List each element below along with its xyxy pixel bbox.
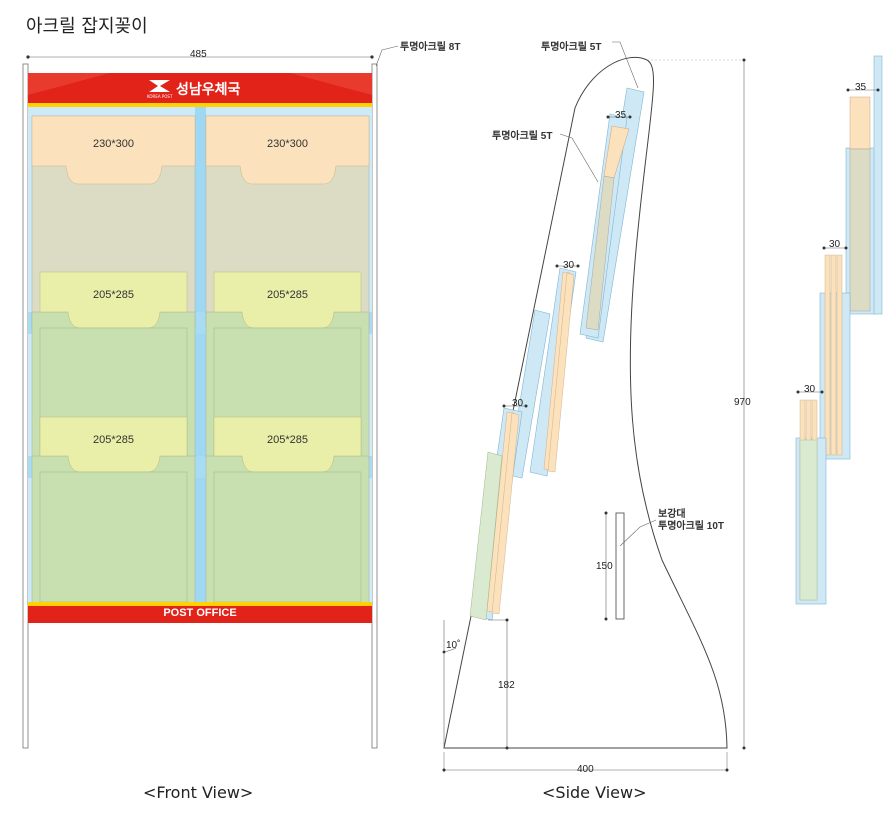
side-dim-400: 400 <box>577 764 594 775</box>
front-view-drawing <box>22 45 399 749</box>
detail-dim-35: 35 <box>855 82 867 93</box>
detail-dim-30: 30 <box>804 384 816 395</box>
detail-dim-30: 30 <box>829 239 841 250</box>
front-view-caption: <Front View> <box>143 783 254 802</box>
side-dim-35: 35 <box>615 110 627 121</box>
front-acrylic-label: 투명아크릴 8T <box>400 42 461 53</box>
footer-banner <box>28 606 372 623</box>
korea-post-logo-icon <box>149 80 170 92</box>
side-dim-182: 182 <box>498 680 515 691</box>
reinforce-label: 보강대 <box>658 509 686 520</box>
pocket-label: 205*285 <box>93 289 134 301</box>
left-post <box>22 63 29 749</box>
side-acrylic-label-top: 투명아크릴 5T <box>541 42 602 53</box>
pocket-label: 230*300 <box>267 138 308 150</box>
pocket-label: 205*285 <box>267 434 308 446</box>
side-dim-150: 150 <box>596 561 613 572</box>
side-view-drawing <box>442 41 746 772</box>
shelf-detail-drawing <box>795 55 883 605</box>
side-acrylic-label-shelf: 투명아크릴 5T <box>492 131 553 142</box>
pocket-label: 230*300 <box>93 138 134 150</box>
right-post <box>371 63 378 749</box>
side-view-caption: <Side View> <box>542 783 647 802</box>
side-dim-30: 30 <box>512 398 524 409</box>
side-dim-30: 30 <box>563 260 575 271</box>
brand-sub: KOREA POST <box>147 94 173 99</box>
side-dim-970: 970 <box>734 397 751 408</box>
side-angle: 10˚ <box>446 640 461 651</box>
front-width-dim: 485 <box>190 49 207 60</box>
reinforce-material-label: 투명아크릴 10T <box>658 521 725 532</box>
pocket-label: 205*285 <box>267 289 308 301</box>
page-title: 아크릴 잡지꽂이 <box>26 16 148 37</box>
pocket-label: 205*285 <box>93 434 134 446</box>
footer-text: POST OFFICE <box>163 607 237 619</box>
brand-name: 성남우체국 <box>176 82 241 98</box>
